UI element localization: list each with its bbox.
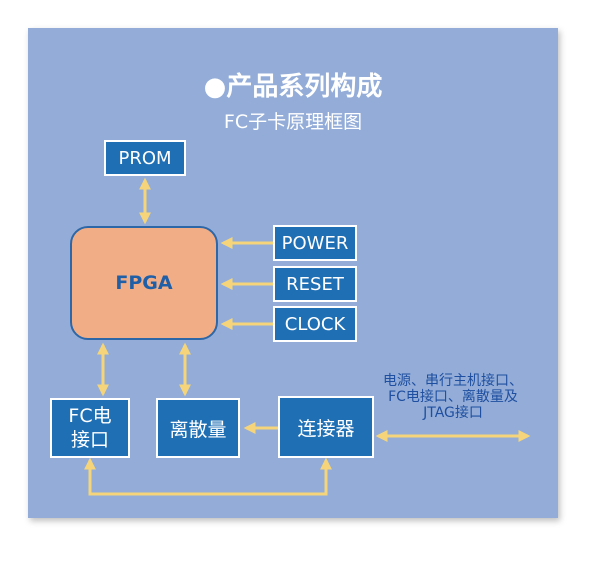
fpga-block: FPGA xyxy=(70,226,218,340)
discrete-label: 离散量 xyxy=(169,418,227,441)
connector-label: 连接器 xyxy=(297,417,355,440)
note-line2: FC电接口、离散量及 xyxy=(388,389,518,405)
diagram-title: ●产品系列构成 xyxy=(203,72,383,102)
interface-note: 电源、串行主机接口、 FC电接口、离散量及 JTAG接口 xyxy=(368,373,538,421)
reset-label: RESET xyxy=(286,273,344,295)
prom-block: PROM xyxy=(104,140,186,176)
diagram-subtitle: FC子卡原理框图 xyxy=(223,111,363,133)
fc-interface-block: FC电 接口 xyxy=(50,398,130,458)
discrete-block: 离散量 xyxy=(156,398,240,458)
prom-label: PROM xyxy=(118,147,172,169)
fpga-label: FPGA xyxy=(115,272,173,294)
arrow-fc-connector xyxy=(84,457,332,496)
connector-block: 连接器 xyxy=(278,396,374,458)
clock-label: CLOCK xyxy=(284,313,346,335)
power-block: POWER xyxy=(273,225,357,261)
fc-label-line2: 接口 xyxy=(70,429,109,451)
diagram-panel: ●产品系列构成 FC子卡原理框图 xyxy=(28,28,558,518)
note-line1: 电源、串行主机接口、 xyxy=(383,373,523,389)
power-label: POWER xyxy=(281,232,349,254)
reset-block: RESET xyxy=(273,266,357,302)
connector-arrows xyxy=(84,177,531,496)
fc-label-line1: FC电 xyxy=(68,405,112,427)
clock-block: CLOCK xyxy=(273,306,357,342)
note-line3: JTAG接口 xyxy=(423,405,483,421)
